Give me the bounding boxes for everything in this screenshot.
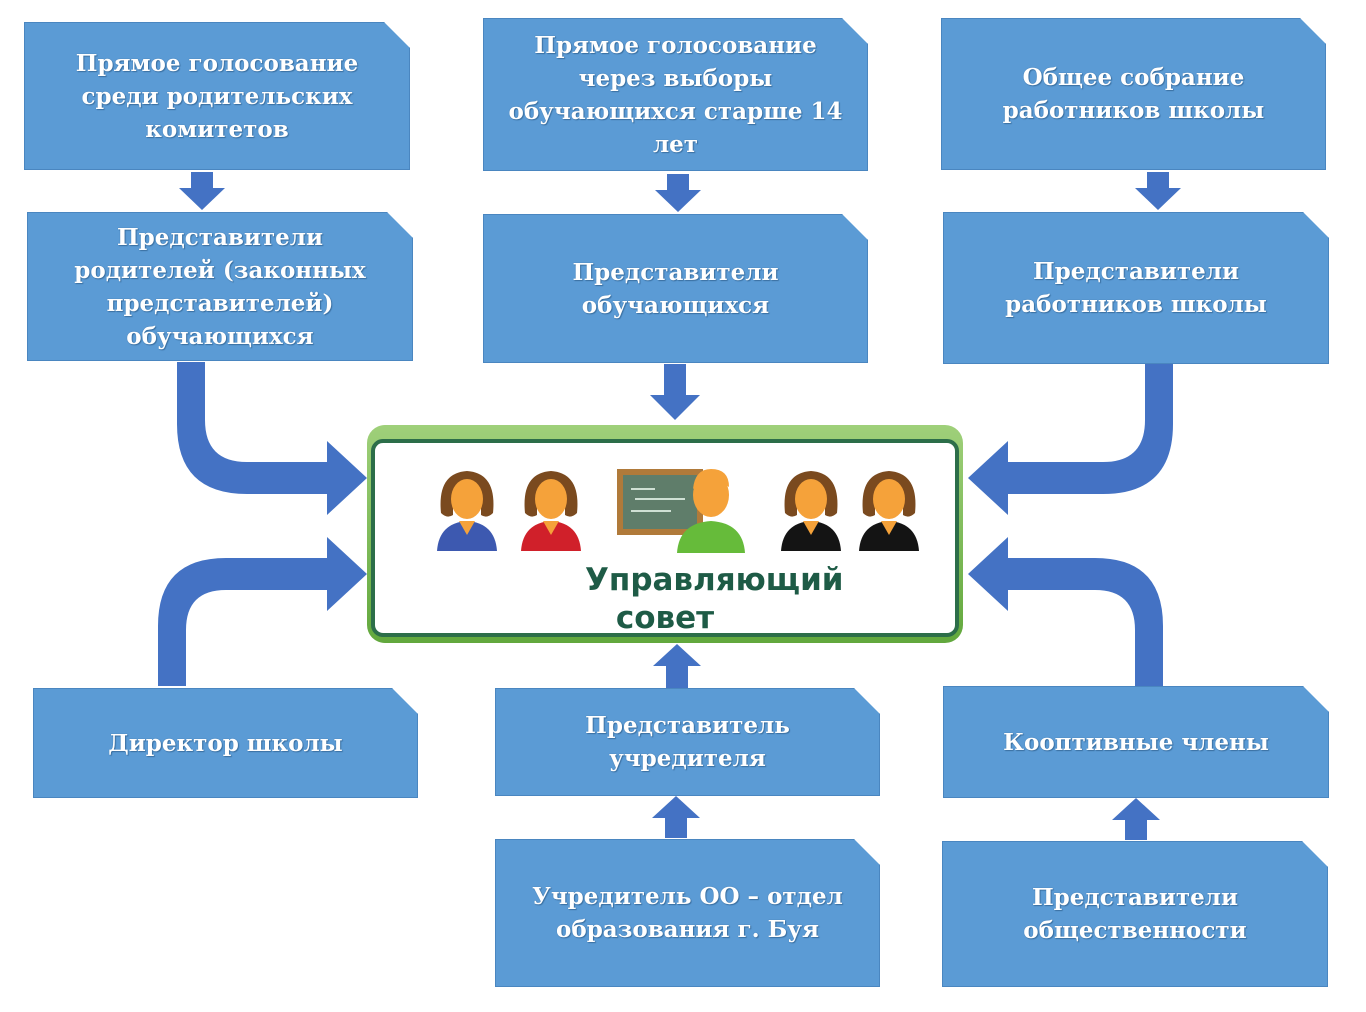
box-staff-meeting: Общее собрание работников школы — [941, 18, 1326, 170]
teacher-chalkboard-icon — [617, 469, 745, 553]
box-staff-reps: Представители работников школы — [943, 212, 1329, 364]
arrow-staff-meeting-to-reps — [1135, 172, 1181, 210]
arrow-founder-to-founder-rep — [652, 796, 700, 838]
arrow-parents-vote-to-reps — [179, 172, 225, 210]
council-title: Управляющий совет — [585, 562, 844, 636]
arrow-staff-reps-to-council — [968, 364, 1173, 515]
box-founder: Учредитель ОО – отдел образования г. Буя — [495, 839, 880, 987]
box-parents-vote: Прямое голосование среди родительских ко… — [24, 22, 410, 170]
box-director-text: Директор школы — [108, 729, 343, 757]
arrow-founder-rep-to-council — [653, 644, 701, 688]
arrow-public-reps-to-coopted — [1112, 798, 1160, 840]
governing-council-panel: Управляющий совет — [367, 425, 963, 643]
person-icon-blue — [437, 471, 497, 551]
box-staff-meeting-text: Общее собрание работников школы — [1002, 64, 1265, 124]
box-public-reps-text: Представители общественности — [1023, 884, 1247, 944]
arrow-parents-reps-to-council — [177, 362, 367, 515]
arrow-students-reps-to-council — [650, 364, 700, 420]
arrow-director-to-council — [158, 537, 367, 686]
box-parents-reps: Представители родителей (законных предст… — [27, 212, 413, 361]
box-director: Директор школы — [33, 688, 418, 798]
box-students-vote: Прямое голосование через выборы обучающи… — [483, 18, 868, 171]
person-icon-red — [521, 471, 581, 551]
person-icon-black-2 — [859, 471, 919, 551]
box-founder-text: Учредитель ОО – отдел образования г. Буя — [532, 883, 843, 943]
box-coopted-text: Коoптивные члены — [1003, 728, 1269, 756]
box-parents-vote-text: Прямое голосование среди родительских ко… — [75, 49, 359, 143]
box-students-reps-text: Представители обучающихся — [572, 258, 779, 319]
box-students-reps: Представители обучающихся — [483, 214, 868, 363]
box-parents-reps-text: Представители родителей (законных предст… — [74, 223, 366, 350]
box-staff-reps-text: Представители работников школы — [1005, 258, 1267, 318]
box-founder-rep: Представитель учредителя — [495, 688, 880, 796]
box-public-reps: Представители общественности — [942, 841, 1328, 987]
box-founder-rep-text: Представитель учредителя — [585, 712, 790, 772]
arrow-coopted-to-council — [968, 537, 1163, 686]
person-icon-black-1 — [781, 471, 841, 551]
box-coopted: Коoптивные члены — [943, 686, 1329, 798]
governing-council-frame: Управляющий совет — [371, 439, 959, 637]
arrow-students-vote-to-reps — [655, 174, 701, 212]
box-students-vote-text: Прямое голосование через выборы обучающи… — [508, 31, 843, 158]
